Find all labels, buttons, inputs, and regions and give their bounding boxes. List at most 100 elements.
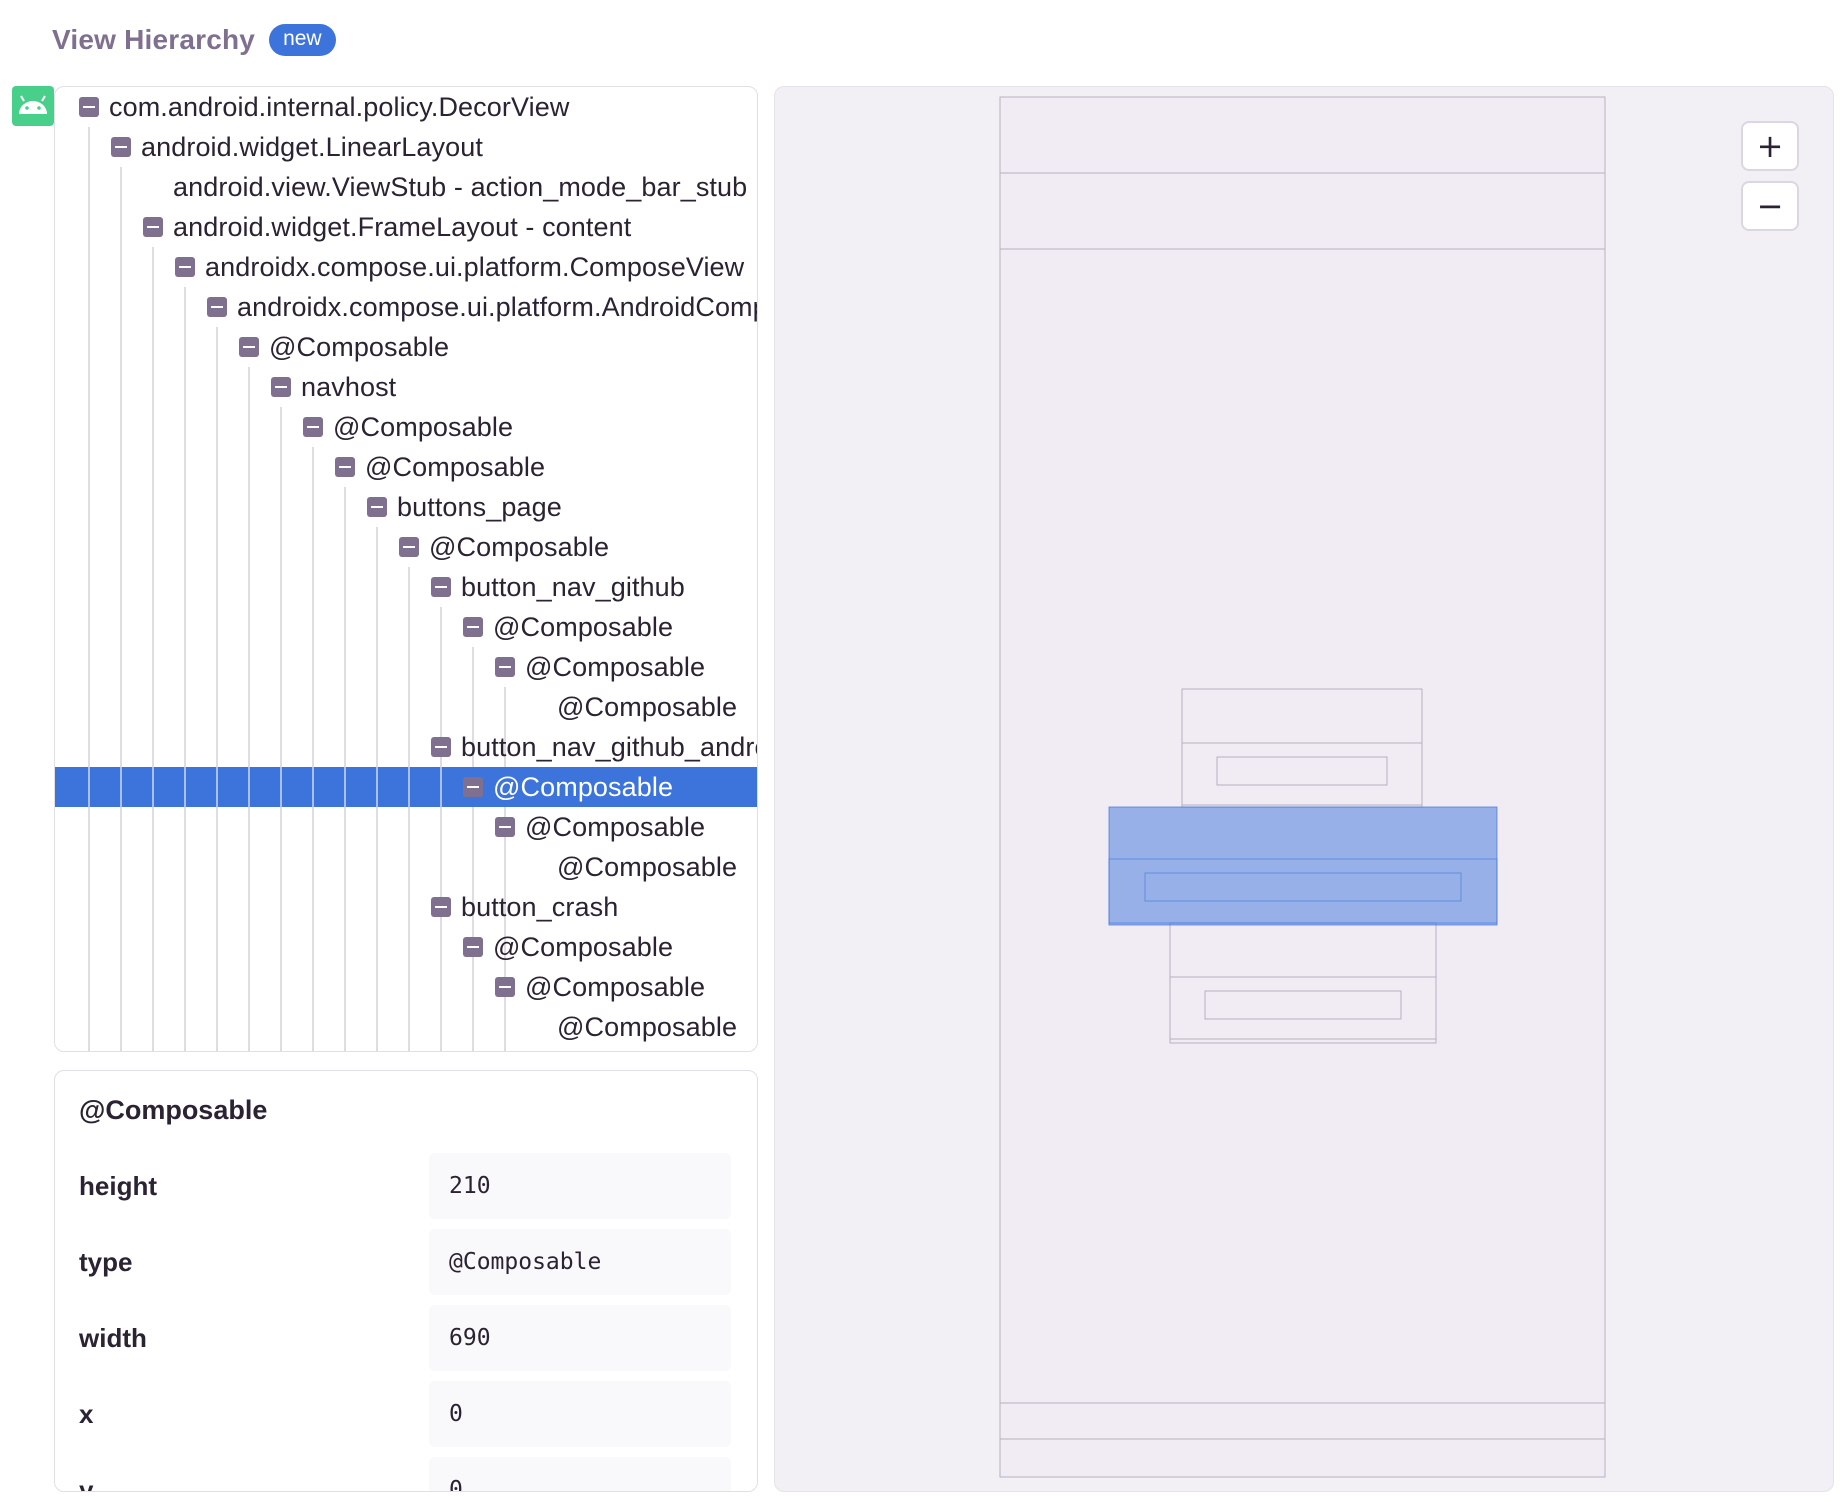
tree-node[interactable]: @Composable [55, 687, 757, 727]
tree-node[interactable]: @Composable [55, 1007, 757, 1047]
collapse-toggle-icon[interactable] [463, 777, 483, 797]
collapse-toggle-icon[interactable] [79, 97, 99, 117]
tree-guide-line [344, 767, 346, 807]
wireframe-button-nav-github-inner[interactable] [1181, 742, 1423, 806]
wireframe-button-nav-github-android-selected[interactable] [1108, 806, 1498, 926]
wireframe-button-nav-github-android-text[interactable] [1144, 872, 1462, 902]
tree-node-selected[interactable]: @Composable [55, 767, 757, 807]
tree-guide-line [472, 647, 474, 1051]
tree-node[interactable]: android.widget.LinearLayout [55, 127, 757, 167]
tree-node-label: @Composable [365, 451, 546, 482]
property-value[interactable]: 690 [429, 1305, 731, 1371]
zoom-in-button[interactable]: + [1741, 121, 1799, 171]
tree-node[interactable]: buttons_page [55, 487, 757, 527]
collapse-toggle-icon[interactable] [399, 537, 419, 557]
collapse-toggle-icon[interactable] [143, 217, 163, 237]
collapse-toggle-icon[interactable] [111, 137, 131, 157]
tree-node-label: @Composable [333, 411, 514, 442]
tree-guide-line [120, 767, 122, 807]
wireframe-nav-bar[interactable] [999, 1438, 1606, 1478]
tree-node[interactable]: @Composable [55, 927, 757, 967]
tree-node-label: androidx.compose.ui.platform.AndroidComp… [237, 291, 757, 322]
collapse-toggle-icon[interactable] [367, 497, 387, 517]
tree-node-label: button_nav_github_android [461, 731, 758, 762]
tree-guide-line [152, 767, 154, 807]
tree-guide-line [312, 447, 314, 1051]
tree-node[interactable]: androidx.compose.ui.platform.AndroidComp… [55, 287, 757, 327]
tree-guide-line [280, 767, 282, 807]
tree-guide-line [280, 407, 282, 1051]
wireframe-button-nav-github-text[interactable] [1216, 756, 1388, 786]
tree-node-label: @Composable [493, 931, 674, 962]
collapse-toggle-icon[interactable] [463, 617, 483, 637]
tree-node-label: @Composable [525, 651, 706, 682]
tree-node-label: button_crash [461, 891, 619, 922]
tree-node[interactable]: @Composable [55, 807, 757, 847]
collapse-toggle-icon[interactable] [207, 297, 227, 317]
property-value[interactable]: @Composable [429, 1229, 731, 1295]
collapse-toggle-icon[interactable] [495, 817, 515, 837]
tree-guide-line [376, 767, 378, 807]
collapse-toggle-icon[interactable] [271, 377, 291, 397]
tree-node[interactable]: @Composable [55, 847, 757, 887]
tree-node[interactable]: button_nav_github [55, 567, 757, 607]
tree-node-label: @Composable [493, 611, 674, 642]
collapse-toggle-icon[interactable] [431, 737, 451, 757]
tree-node[interactable]: android.view.ViewStub - action_mode_bar_… [55, 167, 757, 207]
tree-node[interactable]: navhost [55, 367, 757, 407]
tree-node[interactable]: androidx.compose.ui.platform.ComposeView [55, 247, 757, 287]
tree-node[interactable]: @Composable [55, 527, 757, 567]
tree-guide-line [216, 767, 218, 807]
tree-guide-line [440, 607, 442, 1051]
tree-node-label: @Composable [525, 971, 706, 1002]
collapse-toggle-icon[interactable] [463, 937, 483, 957]
tree-node[interactable]: button_nav_github_android [55, 727, 757, 767]
collapse-toggle-icon[interactable] [175, 257, 195, 277]
collapse-toggle-icon[interactable] [335, 457, 355, 477]
tree-node[interactable]: com.android.internal.policy.DecorView [55, 87, 757, 127]
tree-node[interactable]: button_crash [55, 887, 757, 927]
property-value[interactable]: 210 [429, 1153, 731, 1219]
property-key: height [79, 1171, 157, 1201]
tree-node[interactable]: android.widget.FrameLayout - content [55, 207, 757, 247]
tree-node[interactable]: @Composable [55, 327, 757, 367]
view-hierarchy-tree[interactable]: com.android.internal.policy.DecorView and… [54, 86, 758, 1052]
tree-node[interactable]: @Composable [55, 407, 757, 447]
tree-node-label: android.widget.LinearLayout [141, 131, 483, 162]
collapse-toggle-icon[interactable] [495, 657, 515, 677]
collapse-toggle-icon[interactable] [303, 417, 323, 437]
property-value[interactable]: 0 [429, 1381, 731, 1447]
wireframe-canvas[interactable]: + − [774, 86, 1834, 1492]
tree-node-label: @Composable [557, 851, 738, 882]
collapse-toggle-icon[interactable] [495, 977, 515, 997]
tree-node-label: @Composable [493, 771, 674, 802]
wireframe-decorview[interactable] [999, 96, 1606, 1478]
zoom-out-button[interactable]: − [1741, 181, 1799, 231]
tree-guide-line [88, 767, 90, 807]
tree-guide-line [184, 287, 186, 1051]
property-value[interactable]: 0 [429, 1457, 731, 1491]
tree-node[interactable]: @Composable [55, 607, 757, 647]
collapse-toggle-icon[interactable] [431, 577, 451, 597]
wireframe-button-nav-github-android-inner[interactable] [1108, 858, 1498, 924]
wireframe-button-crash-inner[interactable] [1169, 976, 1437, 1040]
wireframe-button-crash-text[interactable] [1204, 990, 1402, 1020]
tree-guide-line [88, 127, 90, 1051]
collapse-toggle-icon[interactable] [239, 337, 259, 357]
tree-guide-line [152, 247, 154, 1051]
new-badge: new [269, 24, 336, 56]
property-key: x [79, 1399, 94, 1429]
tree-node-label: android.widget.FrameLayout - content [173, 211, 632, 242]
property-row-height: height 210 [55, 1153, 757, 1219]
tree-guide-line [184, 767, 186, 807]
tree-node[interactable]: @Composable [55, 647, 757, 687]
tree-guide-line [248, 367, 250, 1051]
tree-node[interactable]: @Composable [55, 447, 757, 487]
tree-guide-line [248, 767, 250, 807]
panel-header: View Hierarchy new [52, 20, 336, 60]
tree-guide-line [440, 767, 442, 807]
tree-node[interactable]: @Composable [55, 967, 757, 1007]
collapse-toggle-icon[interactable] [431, 897, 451, 917]
